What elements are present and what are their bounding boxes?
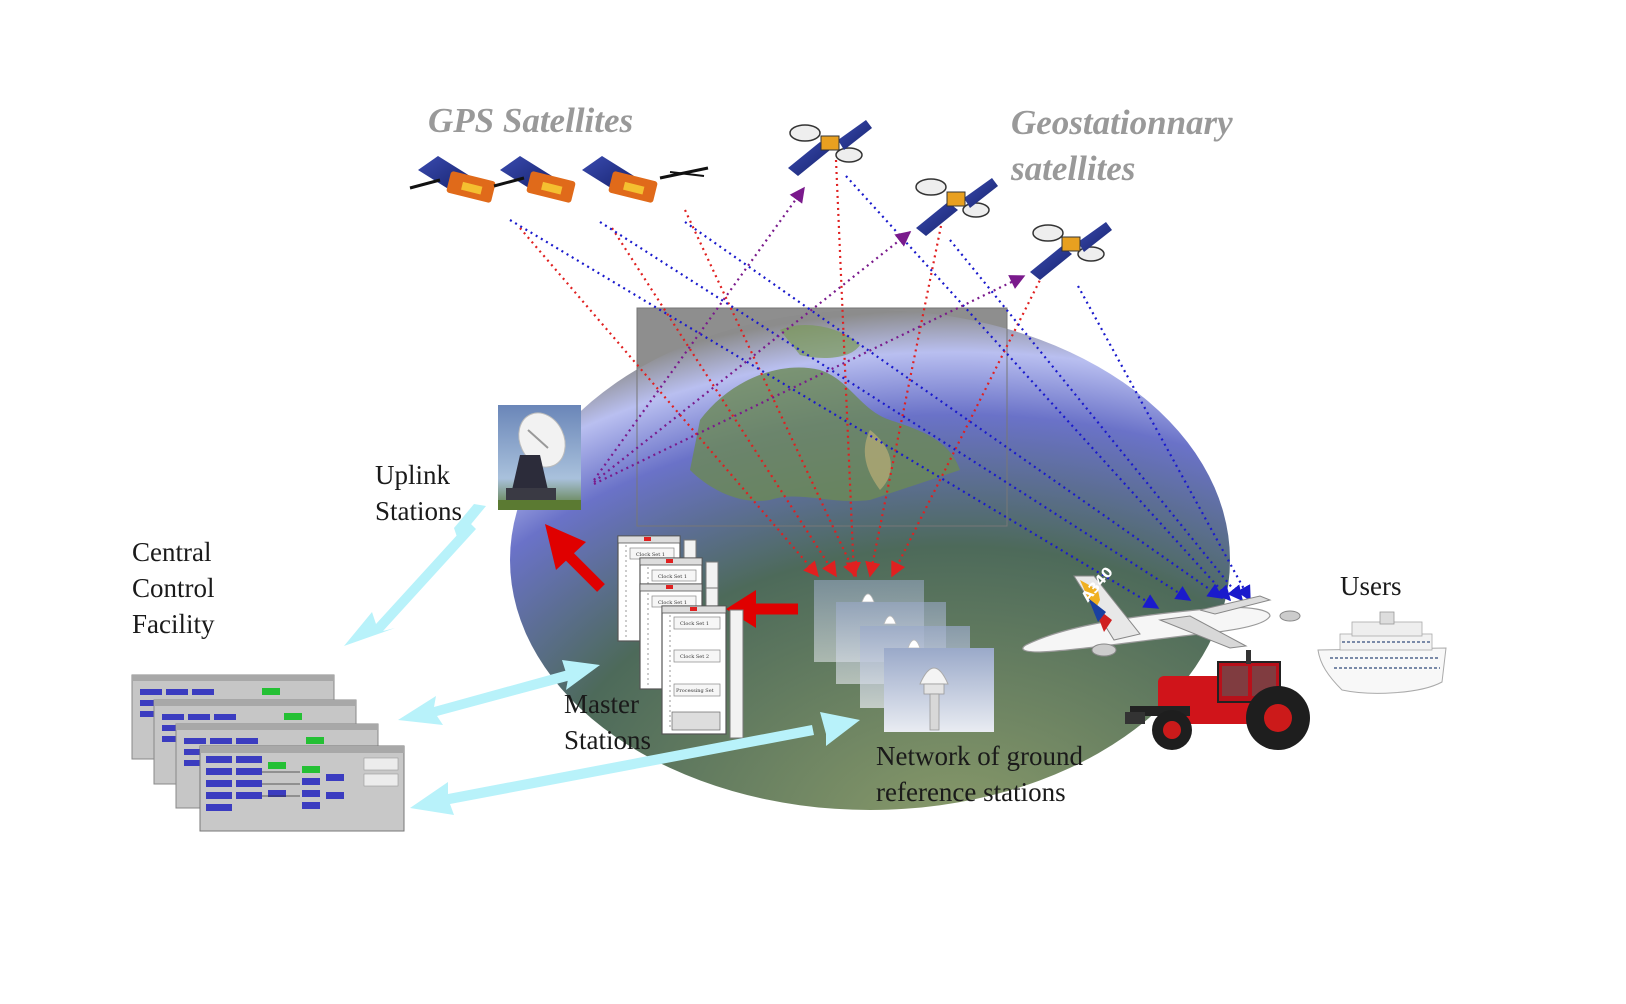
ground-reference-stations: [814, 580, 994, 732]
data-flow-arrow: [726, 590, 798, 628]
geostationary-label-line2: satellites: [1011, 149, 1136, 188]
uplink-dish-image: [498, 405, 581, 510]
central-label-line1: Central: [132, 537, 212, 567]
control-software-window: [199, 745, 405, 832]
gps-satellite-icon: [493, 156, 576, 203]
rack-set-label: Clock Set 1: [658, 574, 687, 580]
tractor-icon: [1125, 650, 1310, 750]
gps-satellites-group: [409, 156, 709, 203]
rack-set-label: Processing Set: [676, 688, 714, 694]
reference-station-photo: [884, 648, 994, 732]
data-flow-arrow: [545, 524, 605, 592]
cruise-ship-icon: [1317, 611, 1447, 694]
gps-satellites-label: GPS Satellites: [428, 101, 634, 140]
master-label-line1: Master: [564, 689, 639, 719]
uplink-signal-lines: [593, 186, 1026, 485]
geo-satellite-icon: [1030, 222, 1112, 280]
network-label-line2: reference stations: [876, 777, 1066, 807]
master-stations-racks: Clock Set 1 Clock Set 1 Clock Set 1: [617, 535, 744, 739]
rack-set-label: Clock Set 1: [680, 621, 709, 627]
network-label-line1: Network of ground: [876, 741, 1083, 771]
geo-satellite-icon: [788, 120, 872, 176]
gps-satellite-icon: [409, 156, 496, 203]
central-label-line2: Control: [132, 573, 215, 603]
comm-link-arrow: [398, 660, 600, 725]
gps-satellite-icon: [582, 156, 709, 203]
aircraft-icon: A340: [1022, 564, 1301, 657]
central-label-line3: Facility: [132, 609, 215, 639]
uplink-label-line1: Uplink: [375, 460, 451, 490]
control-facility-windows: [131, 674, 405, 832]
uplink-label-line2: Stations: [375, 496, 463, 526]
gps-signal-lines: [519, 159, 1046, 578]
rack-set-label: Clock Set 1: [658, 600, 687, 606]
rack-set-label: Clock Set 2: [680, 654, 709, 660]
geostationary-label-line1: Geostationnary: [1011, 103, 1233, 142]
server-rack-icon: Clock Set 1 Clock Set 2 Processing Set: [661, 605, 744, 739]
geo-satellite-icon: [915, 178, 998, 236]
users-label: Users: [1340, 571, 1402, 601]
master-label-line2: Stations: [564, 725, 652, 755]
geo-signal-lines: [509, 175, 1251, 609]
rack-set-label: Clock Set 1: [636, 552, 665, 558]
comm-link-arrow: [410, 712, 860, 815]
comm-link-arrow: [344, 504, 486, 646]
